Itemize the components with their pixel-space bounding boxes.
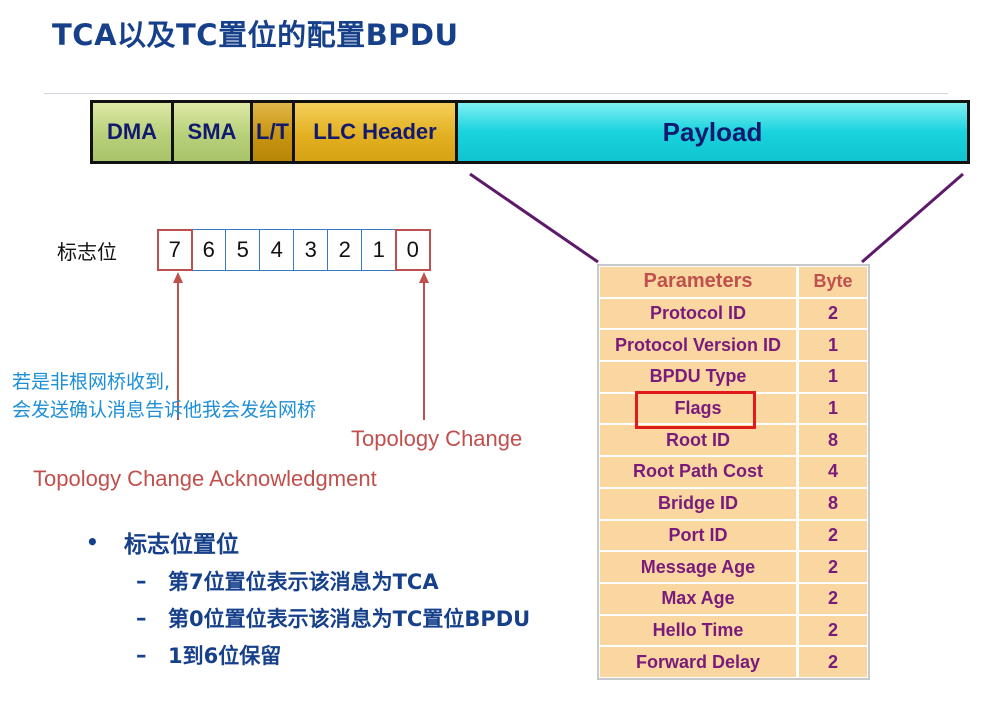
- param-byte: 8: [799, 488, 867, 519]
- bullet-main-text: 标志位置位: [124, 532, 239, 558]
- dash-icon: –: [136, 643, 147, 667]
- frame-segment-length-type: L/T: [253, 103, 295, 161]
- flag-bit-2: 2: [327, 229, 363, 271]
- flag-bit-4: 4: [259, 229, 295, 271]
- param-name: Port ID: [600, 520, 796, 551]
- flag-bit-0: 0: [395, 229, 431, 271]
- param-name: Flags: [600, 393, 796, 424]
- param-byte: 2: [799, 583, 867, 614]
- param-name: Root Path Cost: [600, 457, 796, 487]
- param-name: Root ID: [600, 425, 796, 456]
- frame-segment-llc-header: LLC Header: [295, 103, 458, 161]
- payload-zoom-line-right: [861, 172, 964, 264]
- param-name: Protocol ID: [600, 298, 796, 329]
- param-name: Bridge ID: [600, 488, 796, 519]
- table-header-row: Parameters Byte: [600, 267, 867, 297]
- header-parameters: Parameters: [600, 267, 796, 297]
- table-row: Hello Time 2: [600, 615, 867, 646]
- table-row: Protocol Version ID 1: [600, 330, 867, 361]
- param-name: Protocol Version ID: [600, 330, 796, 361]
- table-row: Root ID 8: [600, 425, 867, 456]
- bullet-sub-text: 第7位置位表示该消息为TCA: [168, 570, 439, 594]
- param-byte: 1: [799, 330, 867, 361]
- note-line-2: 会发送确认消息告诉他我会发给网桥: [12, 399, 317, 421]
- frame-segment-dma: DMA: [93, 103, 174, 161]
- flag-bit-3: 3: [293, 229, 329, 271]
- param-byte: 8: [799, 425, 867, 456]
- flag-bit-5: 5: [225, 229, 261, 271]
- frame-segment-sma: SMA: [174, 103, 253, 161]
- bullet-sub-text: 第0位置位表示该消息为TC置位BPDU: [168, 607, 531, 631]
- param-byte: 2: [799, 298, 867, 329]
- ethernet-frame-bar: DMA SMA L/T LLC Header Payload: [90, 100, 970, 164]
- bullet-sub-1: – 第7位置位表示该消息为TCA: [136, 566, 530, 596]
- bullet-dot-icon: •: [86, 530, 99, 554]
- param-byte: 4: [799, 457, 867, 487]
- param-name: BPDU Type: [600, 362, 796, 392]
- dash-icon: –: [136, 606, 147, 630]
- param-name: Message Age: [600, 552, 796, 582]
- flag-bit-7: 7: [157, 229, 193, 271]
- table-row: Forward Delay 2: [600, 647, 867, 677]
- param-name: Max Age: [600, 583, 796, 614]
- dash-icon: –: [136, 569, 147, 593]
- title-divider: [44, 93, 948, 94]
- table-row: Max Age 2: [600, 583, 867, 614]
- param-byte: 1: [799, 362, 867, 392]
- flag-bit-6: 6: [191, 229, 227, 271]
- bullet-main: • 标志位置位: [86, 525, 530, 559]
- table-row: Protocol ID 2: [600, 298, 867, 329]
- param-byte: 2: [799, 647, 867, 677]
- param-byte: 2: [799, 615, 867, 646]
- topology-change-ack-label: Topology Change Acknowledgment: [33, 466, 377, 491]
- table-row: BPDU Type 1: [600, 362, 867, 392]
- non-root-bridge-note: 若是非根网桥收到, 会发送确认消息告诉他我会发给网桥: [12, 368, 316, 424]
- param-byte: 2: [799, 552, 867, 582]
- bit7-arrowhead: [173, 272, 183, 283]
- bullet-list: • 标志位置位 – 第7位置位表示该消息为TCA – 第0位置位表示该消息为TC…: [86, 525, 530, 670]
- param-name: Hello Time: [600, 615, 796, 646]
- flags-highlight-box: [635, 391, 756, 429]
- header-byte: Byte: [799, 267, 867, 297]
- flag-bits: 7 6 5 4 3 2 1 0: [157, 229, 431, 271]
- payload-zoom-line-left: [469, 172, 599, 264]
- page-title: TCA以及TC置位的配置BPDU: [52, 18, 459, 52]
- table-row: Bridge ID 8: [600, 488, 867, 519]
- bpdu-parameter-table: Parameters Byte Protocol ID 2 Protocol V…: [597, 264, 870, 680]
- flag-bit-1: 1: [361, 229, 397, 271]
- bit0-arrowhead: [419, 272, 429, 283]
- bullet-sub-text: 1到6位保留: [168, 644, 282, 668]
- table-row: Flags 1: [600, 393, 867, 424]
- bullet-sub-2: – 第0位置位表示该消息为TC置位BPDU: [136, 603, 530, 633]
- note-line-1: 若是非根网桥收到,: [12, 371, 171, 393]
- param-name: Forward Delay: [600, 647, 796, 677]
- table-row: Message Age 2: [600, 552, 867, 582]
- table-row: Root Path Cost 4: [600, 457, 867, 487]
- topology-change-label: Topology Change: [351, 426, 523, 451]
- table-row: Port ID 2: [600, 520, 867, 551]
- flags-label: 标志位: [57, 240, 117, 264]
- param-byte: 2: [799, 520, 867, 551]
- bullet-sub-3: – 1到6位保留: [136, 640, 530, 670]
- frame-segment-payload: Payload: [458, 103, 967, 161]
- param-byte: 1: [799, 393, 867, 424]
